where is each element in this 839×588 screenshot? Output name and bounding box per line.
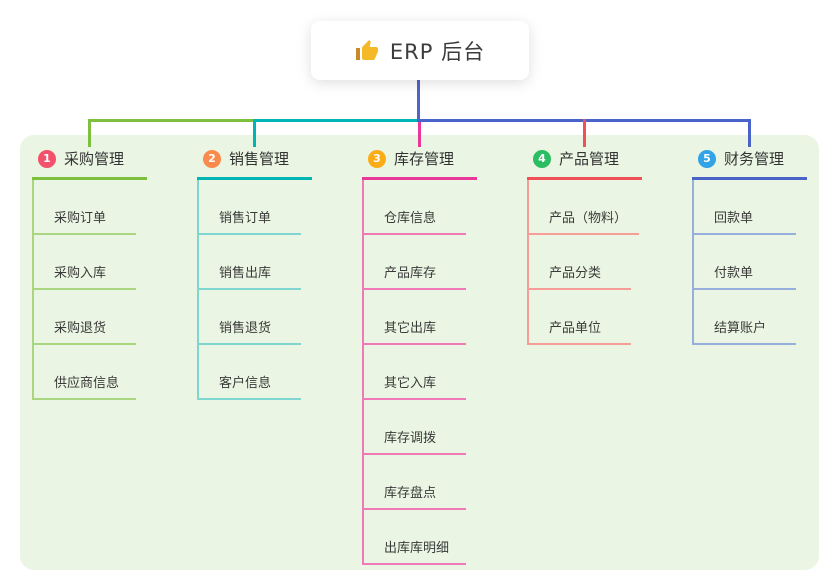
child-node[interactable]: 库存调拨 [362, 400, 466, 455]
branch-node[interactable]: 2 销售管理 [197, 148, 312, 180]
child-node-label: 产品分类 [549, 266, 602, 281]
child-node-label: 采购退货 [54, 321, 107, 336]
child-node-label: 销售退货 [219, 321, 272, 336]
child-node-label: 库存调拨 [384, 431, 437, 446]
child-node[interactable]: 其它出库 [362, 290, 466, 345]
child-node[interactable]: 产品单位 [527, 290, 631, 345]
child-node-label: 采购入库 [54, 266, 107, 281]
branch-column: 5 财务管理回款单付款单结算账户 [692, 148, 807, 345]
child-node-label: 其它出库 [384, 321, 437, 336]
branch-trunk-line [197, 180, 199, 400]
branch-connector-line [418, 122, 421, 147]
root-label: ERP 后台 [389, 39, 486, 64]
branch-connector-line [253, 119, 256, 147]
child-node-label: 销售出库 [219, 266, 272, 281]
branch-connector-line [88, 119, 91, 147]
child-node[interactable]: 结算账户 [692, 290, 796, 345]
root-node[interactable]: ERP 后台 [311, 21, 529, 80]
child-node[interactable]: 采购退货 [32, 290, 136, 345]
child-node[interactable]: 出库库明细 [362, 510, 466, 565]
branch-node[interactable]: 4 产品管理 [527, 148, 642, 180]
branch-children: 销售订单销售出库销售退货客户信息 [197, 180, 312, 400]
child-node[interactable]: 销售退货 [197, 290, 301, 345]
child-node-label: 回款单 [714, 211, 754, 226]
child-node[interactable]: 其它入库 [362, 345, 466, 400]
child-node[interactable]: 采购订单 [32, 180, 136, 235]
child-node[interactable]: 回款单 [692, 180, 796, 235]
child-node-label: 产品库存 [384, 266, 437, 281]
thumbs-up-icon [355, 39, 378, 60]
child-node[interactable]: 仓库信息 [362, 180, 466, 235]
branch-number-badge: 3 [368, 149, 386, 168]
child-node-label: 供应商信息 [54, 376, 120, 391]
branch-column: 4 产品管理产品（物料） 产品分类产品单位 [527, 148, 642, 345]
branch-children: 回款单付款单结算账户 [692, 180, 807, 345]
branch-node[interactable]: 3 库存管理 [362, 148, 477, 180]
child-node-label: 产品（物料） [549, 211, 628, 226]
branch-number-badge: 2 [203, 149, 221, 168]
child-node[interactable]: 产品分类 [527, 235, 631, 290]
connector-horizontal-left [88, 119, 256, 122]
background-panel [20, 135, 819, 570]
branch-title-label: 销售管理 [229, 150, 290, 168]
child-node-label: 出库库明细 [384, 541, 450, 556]
branch-children: 采购订单采购入库采购退货供应商信息 [32, 180, 147, 400]
branch-trunk-line [527, 180, 529, 345]
child-node-label: 仓库信息 [384, 211, 437, 226]
branch-title-label: 产品管理 [559, 150, 620, 168]
child-node[interactable]: 付款单 [692, 235, 796, 290]
child-node-label: 结算账户 [714, 321, 767, 336]
child-node[interactable]: 产品（物料） [527, 180, 640, 235]
branch-node[interactable]: 1 采购管理 [32, 148, 147, 180]
child-node[interactable]: 供应商信息 [32, 345, 136, 400]
child-node-label: 产品单位 [549, 321, 602, 336]
branch-trunk-line [362, 180, 364, 565]
branch-column: 1 采购管理采购订单采购入库采购退货供应商信息 [32, 148, 147, 400]
connector-horizontal-center [253, 119, 420, 122]
branch-column: 3 库存管理仓库信息产品库存其它出库其它入库库存调拨库存盘点出库库明细 [362, 148, 477, 565]
branch-number-badge: 1 [38, 149, 56, 168]
child-node[interactable]: 库存盘点 [362, 455, 466, 510]
branch-title-label: 采购管理 [64, 150, 125, 168]
child-node[interactable]: 客户信息 [197, 345, 301, 400]
child-node[interactable]: 销售订单 [197, 180, 301, 235]
branch-trunk-line [692, 180, 694, 345]
child-node-label: 销售订单 [219, 211, 272, 226]
child-node-label: 付款单 [714, 266, 754, 281]
child-node-label: 采购订单 [54, 211, 107, 226]
branch-number-badge: 5 [698, 149, 716, 168]
branch-column: 2 销售管理销售订单销售出库销售退货客户信息 [197, 148, 312, 400]
child-node-label: 其它入库 [384, 376, 437, 391]
branch-number-badge: 4 [533, 149, 551, 168]
branch-title-label: 库存管理 [394, 150, 455, 168]
branch-children: 仓库信息产品库存其它出库其它入库库存调拨库存盘点出库库明细 [362, 180, 477, 565]
branch-trunk-line [32, 180, 34, 400]
child-node[interactable]: 产品库存 [362, 235, 466, 290]
child-node-label: 客户信息 [219, 376, 272, 391]
branch-node[interactable]: 5 财务管理 [692, 148, 807, 180]
branch-connector-line [583, 119, 586, 147]
branch-children: 产品（物料） 产品分类产品单位 [527, 180, 642, 345]
child-node-label: 库存盘点 [384, 486, 437, 501]
branch-title-label: 财务管理 [724, 150, 785, 168]
child-node[interactable]: 销售出库 [197, 235, 301, 290]
child-node[interactable]: 采购入库 [32, 235, 136, 290]
root-connector-line [417, 80, 420, 121]
branch-connector-line [748, 119, 751, 147]
